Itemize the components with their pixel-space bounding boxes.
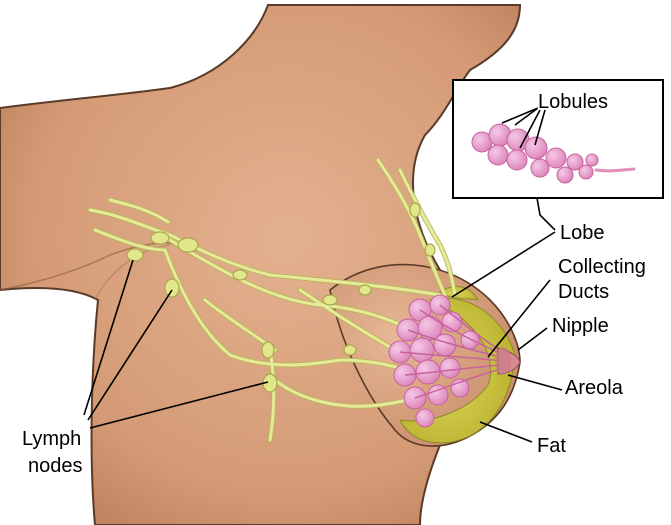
lymph-node [151,232,169,244]
label-collecting-ducts-line2: Ducts [558,281,609,303]
lymph-node [262,342,274,358]
lymph-node [165,279,179,297]
label-lobules: Lobules [538,91,608,113]
label-lymph-nodes-line1: Lymph [22,428,81,450]
label-areola: Areola [565,377,624,399]
lymph-node [178,238,198,252]
label-nipple: Nipple [552,315,609,337]
lymph-node [127,249,143,261]
label-fat: Fat [537,435,566,457]
lymph-node [425,244,435,256]
label-lymph-nodes: Lymph nodes [22,428,87,477]
lymph-node [233,270,247,280]
lymph-node [359,285,371,295]
label-lobe: Lobe [560,222,605,244]
label-collecting-ducts-line1: Collecting [558,256,646,278]
label-lymph-nodes-line2: nodes [28,455,83,477]
lymph-node [410,203,420,217]
lymph-node [323,295,337,305]
label-collecting-ducts: Collecting Ducts [558,256,651,303]
lymph-node [344,345,356,355]
